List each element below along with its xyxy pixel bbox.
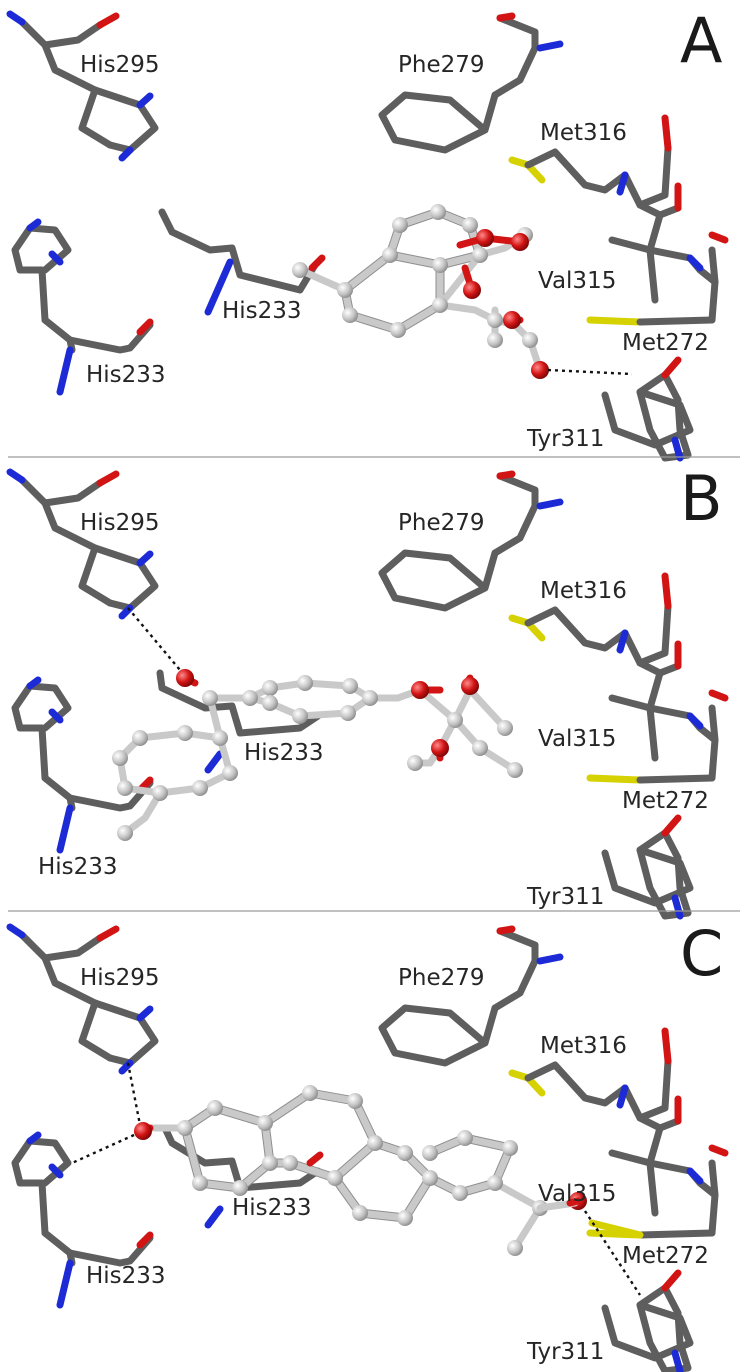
label-tyr311: Tyr311 <box>526 884 604 910</box>
label-his233-top: His233 <box>222 298 302 324</box>
hbond-c-his295 <box>126 1062 142 1126</box>
label-his233-top: His233 <box>232 1195 312 1221</box>
panel-c: C His295 Phe279 Met316 His233 His233 Val… <box>10 917 725 1371</box>
label-met316: Met316 <box>540 120 627 146</box>
label-phe279: Phe279 <box>398 52 485 78</box>
label-his233-bottom: His233 <box>86 362 166 388</box>
ligand-c <box>134 1085 587 1256</box>
label-his233-top: His233 <box>244 740 324 766</box>
label-phe279: Phe279 <box>398 510 485 536</box>
ligand-b <box>112 669 523 841</box>
label-val315: Val315 <box>538 1181 616 1207</box>
panel-b: B His295 Phe279 Met316 His233 His233 Val… <box>10 462 725 916</box>
label-tyr311: Tyr311 <box>526 426 604 452</box>
hbond-c-tyr311 <box>583 1210 642 1296</box>
label-val315: Val315 <box>538 268 616 294</box>
label-val315: Val315 <box>538 726 616 752</box>
panel-a: A His295 Phe279 Met316 His233 His233 Val… <box>10 4 725 458</box>
label-met316: Met316 <box>540 1033 627 1059</box>
label-met272: Met272 <box>622 788 709 814</box>
label-met272: Met272 <box>622 330 709 356</box>
hbond-a-tyr311 <box>547 368 633 376</box>
hbond-b-his295 <box>127 607 181 671</box>
panel-letter-c: C <box>680 917 723 990</box>
panel-letter-a: A <box>680 4 722 77</box>
ligand-a <box>292 204 549 379</box>
label-phe279: Phe279 <box>398 965 485 991</box>
label-his295: His295 <box>80 510 160 536</box>
label-his233-bottom: His233 <box>86 1263 166 1289</box>
label-his295: His295 <box>80 965 160 991</box>
label-met316: Met316 <box>540 578 627 604</box>
label-his295: His295 <box>80 52 160 78</box>
label-met272: Met272 <box>622 1243 709 1269</box>
hbond-c-his233 <box>71 1133 135 1165</box>
label-his233-bottom: His233 <box>38 854 118 880</box>
panel-letter-b: B <box>680 462 723 535</box>
label-tyr311: Tyr311 <box>526 1339 604 1365</box>
